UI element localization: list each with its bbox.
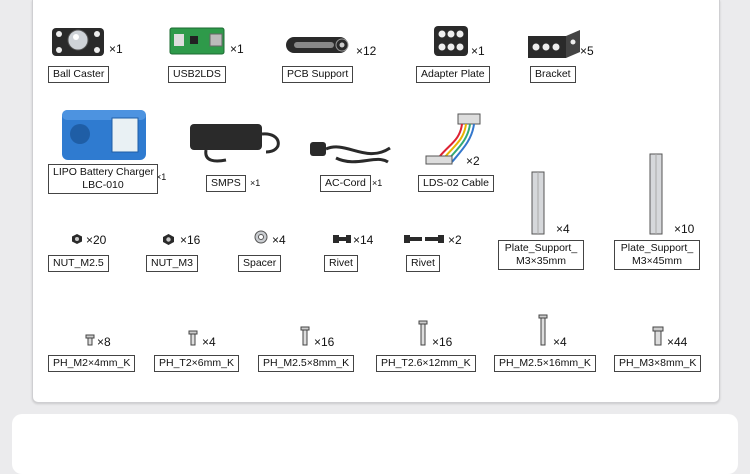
screw-m25-16-icon: [538, 314, 548, 346]
ph-m25-8-label: PH_M2.5×8mm_K: [258, 355, 355, 372]
spacer-icon: [254, 230, 268, 244]
lipo-charger-label: LIPO Battery Charger LBC-010: [48, 164, 158, 194]
spacer-qty: ×4: [272, 233, 286, 247]
ph-t26-12-qty: ×16: [432, 335, 453, 349]
ph-m3-8-label: PH_M3×8mm_K: [614, 355, 702, 372]
ac-cord-label: AC-Cord: [320, 175, 371, 192]
plate-support-35-label: Plate_Support_ M3×35mm: [498, 240, 584, 270]
nut-m25-icon: [72, 234, 82, 244]
nut-m3-qty: ×16: [180, 233, 201, 247]
usb2lds-qty: ×1: [230, 42, 244, 56]
screw-m3-8-icon: [652, 326, 664, 346]
rivet2-label: Rivet: [406, 255, 440, 272]
ph-m2-4-label: PH_M2×4mm_K: [48, 355, 136, 372]
screw-t26-12-icon: [418, 320, 428, 346]
bracket-label: Bracket: [530, 66, 576, 83]
nut-m3-icon: [163, 234, 174, 245]
ball-caster-label: Ball Caster: [48, 66, 110, 83]
smps-power-supply-icon: [190, 124, 280, 163]
adapter-plate-qty: ×1: [471, 44, 485, 58]
lipo-charger-qty: ×1: [156, 172, 167, 182]
nut-m3-label: NUT_M3: [146, 255, 199, 272]
pcb-support-qty: ×12: [356, 44, 377, 58]
lds02-cable-label: LDS-02 Cable: [418, 175, 494, 192]
nut-m25-qty: ×20: [86, 233, 107, 247]
ph-m25-8-qty: ×16: [314, 335, 335, 349]
bracket-qty: ×5: [580, 44, 594, 58]
lipo-charger-icon: [62, 110, 146, 160]
ac-cord-icon: [310, 142, 391, 164]
plate-support-35-qty: ×4: [556, 222, 570, 236]
nut-m25-label: NUT_M2.5: [48, 255, 109, 272]
ph-m25-16-qty: ×4: [553, 335, 567, 349]
rivet-long-icon: [404, 235, 444, 243]
rivet2-qty: ×2: [448, 233, 462, 247]
plate-support-45-qty: ×10: [674, 222, 695, 236]
plate-support-35-icon: [531, 171, 545, 235]
screw-m2-4-icon: [85, 334, 95, 346]
ph-m25-16-label: PH_M2.5×16mm_K: [494, 355, 596, 372]
ball-caster-qty: ×1: [109, 42, 123, 56]
plate-support-45-label: Plate_Support_ M3×45mm: [614, 240, 700, 270]
screw-t2-6-icon: [188, 330, 198, 346]
screw-m25-8-icon: [300, 326, 310, 346]
ac-cord-qty: ×1: [372, 178, 383, 188]
bracket-icon: [528, 30, 580, 58]
pcb-support-icon: [286, 37, 349, 53]
ph-m2-4-qty: ×8: [97, 335, 111, 349]
ball-caster-icon: [52, 28, 104, 56]
plate-support-45-icon: [649, 153, 663, 235]
ph-m3-8-qty: ×44: [667, 335, 688, 349]
pcb-support-label: PCB Support: [282, 66, 354, 83]
smps-qty: ×1: [250, 178, 261, 188]
adapter-plate-label: Adapter Plate: [416, 66, 490, 83]
rivet-icon: [333, 235, 351, 243]
ph-t26-12-label: PH_T2.6×12mm_K: [376, 355, 476, 372]
ph-t2-6-label: PH_T2×6mm_K: [154, 355, 239, 372]
ph-t2-6-qty: ×4: [202, 335, 216, 349]
rivet1-label: Rivet: [324, 255, 358, 272]
lds02-cable-icon: [425, 113, 481, 165]
bottom-panel: [12, 414, 738, 474]
rivet1-qty: ×14: [353, 233, 374, 247]
usb2lds-label: USB2LDS: [168, 66, 226, 83]
adapter-plate-icon: [434, 26, 468, 56]
lds02-cable-qty: ×2: [466, 154, 480, 168]
usb2lds-board-icon: [169, 27, 225, 55]
spacer-label: Spacer: [238, 255, 282, 272]
smps-label: SMPS: [206, 175, 246, 192]
parts-list-card: [32, 0, 720, 403]
